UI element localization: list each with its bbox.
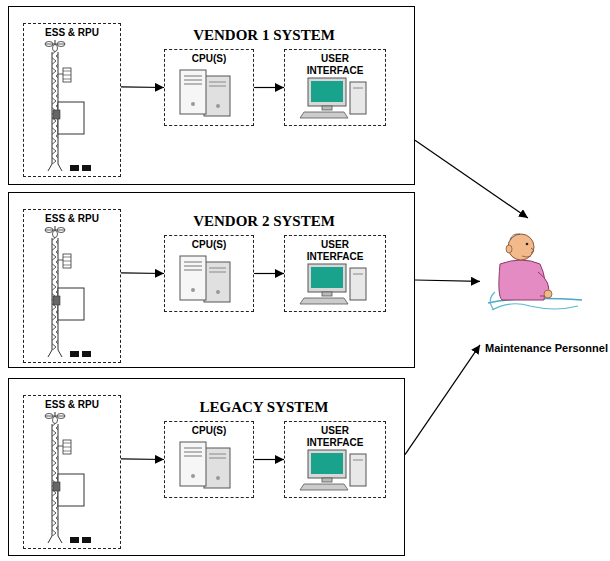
flow-arrow [405,345,480,455]
vendor2-artwork [45,226,366,357]
component-label: CPU(S) [174,239,244,251]
component-label: ESS & RPU [37,399,107,411]
flow-arrow [254,273,284,274]
system-box: VENDOR 2 SYSTEM ESS & RPU CPU(S) USER INTER… [8,192,415,368]
component-box: CPU(S) [164,235,254,312]
person-figure [488,234,582,310]
flow-arrow [121,86,164,88]
component-label: USER INTERFACE [300,239,370,263]
component-box: ESS & RPU [23,209,121,363]
component-box: USER INTERFACE [284,49,386,126]
flow-arrow [121,272,164,274]
component-label: CPU(S) [174,425,244,437]
system-title: VENDOR 2 SYSTEM [139,213,389,230]
component-box: ESS & RPU [23,395,121,549]
system-box: LEGACY SYSTEM ESS & RPU CPU(S) USER INTERFA… [8,378,405,556]
personnel-label: Maintenance Personnel [480,342,610,359]
system-title: LEGACY SYSTEM [139,399,389,416]
legacy-artwork [45,412,366,543]
flow-arrow [254,87,284,88]
personnel-node: Maintenance Personnel [480,218,610,359]
vendor1-artwork [45,40,366,171]
component-label: ESS & RPU [37,27,107,39]
component-box: ESS & RPU [23,23,121,177]
system-title: VENDOR 1 SYSTEM [139,27,389,44]
component-label: USER INTERFACE [300,425,370,449]
component-label: ESS & RPU [37,213,107,225]
system-box: VENDOR 1 SYSTEM ESS & RPU CPU(S) USER INTER… [8,6,415,185]
component-label: USER INTERFACE [300,53,370,77]
flow-arrow [415,140,528,218]
flow-arrow [254,459,284,460]
flow-arrow [415,280,480,281]
flow-arrow [121,458,164,460]
component-label: CPU(S) [174,53,244,65]
component-box: CPU(S) [164,49,254,126]
component-box: CPU(S) [164,421,254,498]
component-box: USER INTERFACE [284,235,386,312]
component-box: USER INTERFACE [284,421,386,498]
